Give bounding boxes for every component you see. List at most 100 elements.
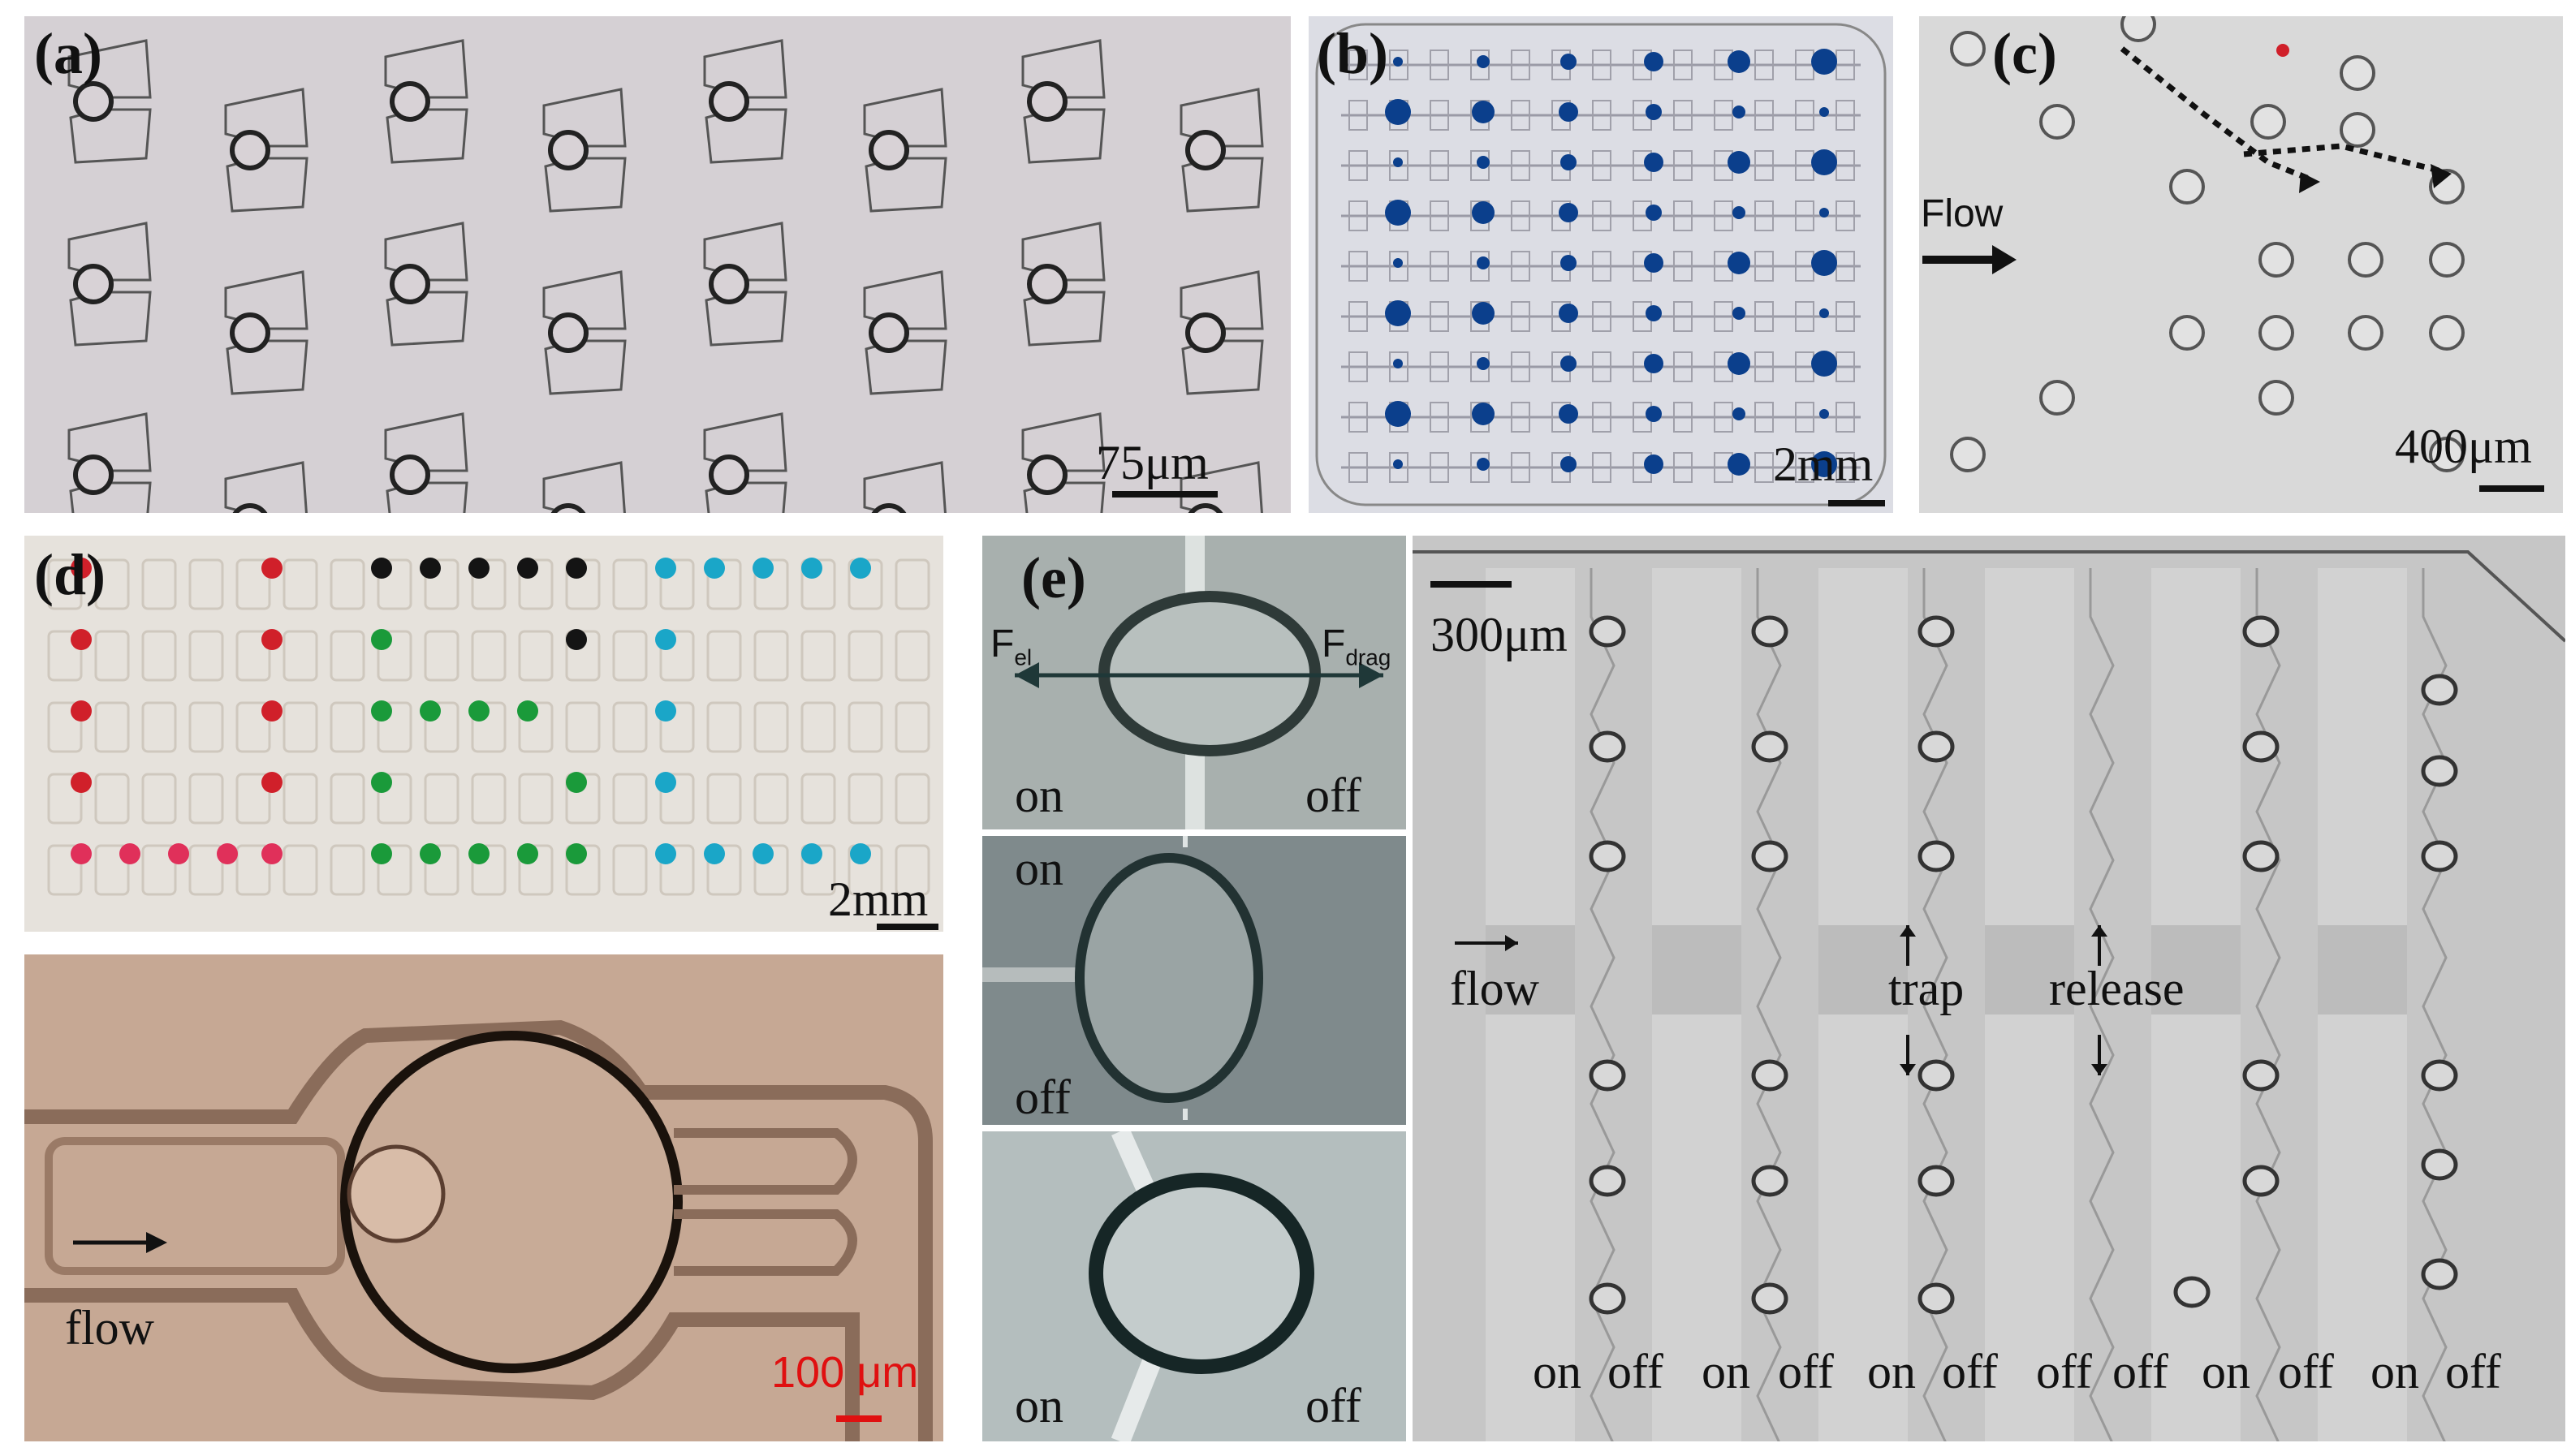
trap-pocket [1389,351,1408,382]
trapped-droplet [2421,755,2458,787]
trap-pocket [1511,200,1530,231]
trap-cell [612,844,648,896]
trapped-droplet [1917,1282,1955,1315]
panel-d2: flow 100 μm [24,954,943,1441]
trap-pocket [1836,200,1855,231]
trap-cell [518,558,554,610]
trapped-bead [709,454,749,495]
colored-droplet [420,558,441,579]
blue-droplet [1728,352,1750,375]
trap-cell [377,773,412,825]
colored-droplet [71,843,92,864]
trap-cell [895,773,930,825]
trap-pocket [1754,150,1774,181]
trap-cell [518,630,554,682]
colored-droplet [468,558,490,579]
trap-pocket [1470,452,1490,483]
trap-cell [800,701,836,753]
trap-pocket [1592,452,1611,483]
trap-cell [94,630,130,682]
colored-droplet [119,843,140,864]
trap-pocket [1348,452,1368,483]
trap-cell [753,773,789,825]
trap-pocket [1430,50,1449,80]
outer-channel-lower [24,1288,860,1441]
droplet [2258,242,2294,278]
trap-cell [706,844,742,896]
blue-droplet [1811,250,1837,276]
trap-pocket [1673,251,1693,282]
droplet [2120,16,2156,42]
blue-droplet [1644,153,1663,172]
panel-e1-on: on [1015,769,1063,822]
droplet [2429,437,2465,472]
blue-droplet [1560,255,1577,271]
trap-cell [94,558,130,610]
trap-cell [659,701,695,753]
trajectory-1 [2120,46,2310,182]
panel-f-flow-text: flow [1450,962,1539,1015]
zigzag-trap-line [2422,568,2448,1441]
panel-f-bottom-label: off [2278,1345,2334,1398]
trap-cell [753,701,789,753]
trap-pocket [1673,200,1693,231]
trap-cell [706,630,742,682]
blue-droplet [1728,252,1750,274]
droplet [2258,315,2294,351]
outer-channel [24,1019,933,1441]
blue-droplet [1385,200,1411,226]
trapped-bead [550,503,586,513]
trap-pocket [1592,100,1611,131]
droplet [2039,380,2075,416]
trap-pocket [1795,402,1814,433]
trap-cell [283,844,318,896]
trap-cell [800,773,836,825]
panel-d2-scale-bar [836,1415,882,1422]
blue-droplet [1559,304,1578,323]
colored-droplet [371,843,392,864]
blue-droplet [1732,307,1745,320]
trap-pocket [1470,150,1490,181]
panel-e2-on: on [1015,842,1063,895]
blue-droplet [1732,206,1745,219]
colored-droplet [655,843,676,864]
panel-b: (b) 2mm [1309,16,1893,513]
zigzag-trap-line [2255,568,2281,1441]
colored-droplet [371,772,392,793]
trapped-bead [1188,503,1223,513]
panel-a: (a) 75μm [24,16,1291,513]
colored-droplet [468,843,490,864]
colored-droplet [655,629,676,650]
panel-b-scale-text: 2mm [1773,437,1874,491]
trap-cell [283,630,318,682]
trap-cell [424,701,459,753]
blue-droplet [1646,104,1662,120]
trap-pocket [1348,301,1368,332]
trap-cell [612,773,648,825]
blue-droplet [1559,102,1578,122]
trap-pocket [1348,251,1368,282]
trapped-droplet [1917,1059,1955,1092]
colored-droplet [261,700,283,722]
colored-droplet [71,629,92,650]
trapped-bead [390,264,430,304]
panel-e1-off: off [1305,769,1361,822]
panel-c-droplets [1922,16,2465,472]
panel-a-scale-text: 75μm [1096,436,1209,489]
trapped-droplet [1751,1165,1788,1197]
panel-f-scale-text: 300μm [1430,608,1568,661]
trap-cell [235,844,271,896]
droplet [2258,380,2294,416]
trap-cell [47,630,83,682]
trapped-droplet [1917,1165,1955,1197]
blue-droplet [1819,208,1829,218]
trap-pocket [1511,301,1530,332]
droplet [2340,55,2375,91]
panel-f-bottom-label: off [2036,1345,2092,1398]
droplet [2429,315,2465,351]
trap-cell [141,701,177,753]
blue-droplet [1393,258,1403,268]
trap-pocket [1673,100,1693,131]
trap-chamber [340,1031,683,1373]
trap-cell [471,701,507,753]
